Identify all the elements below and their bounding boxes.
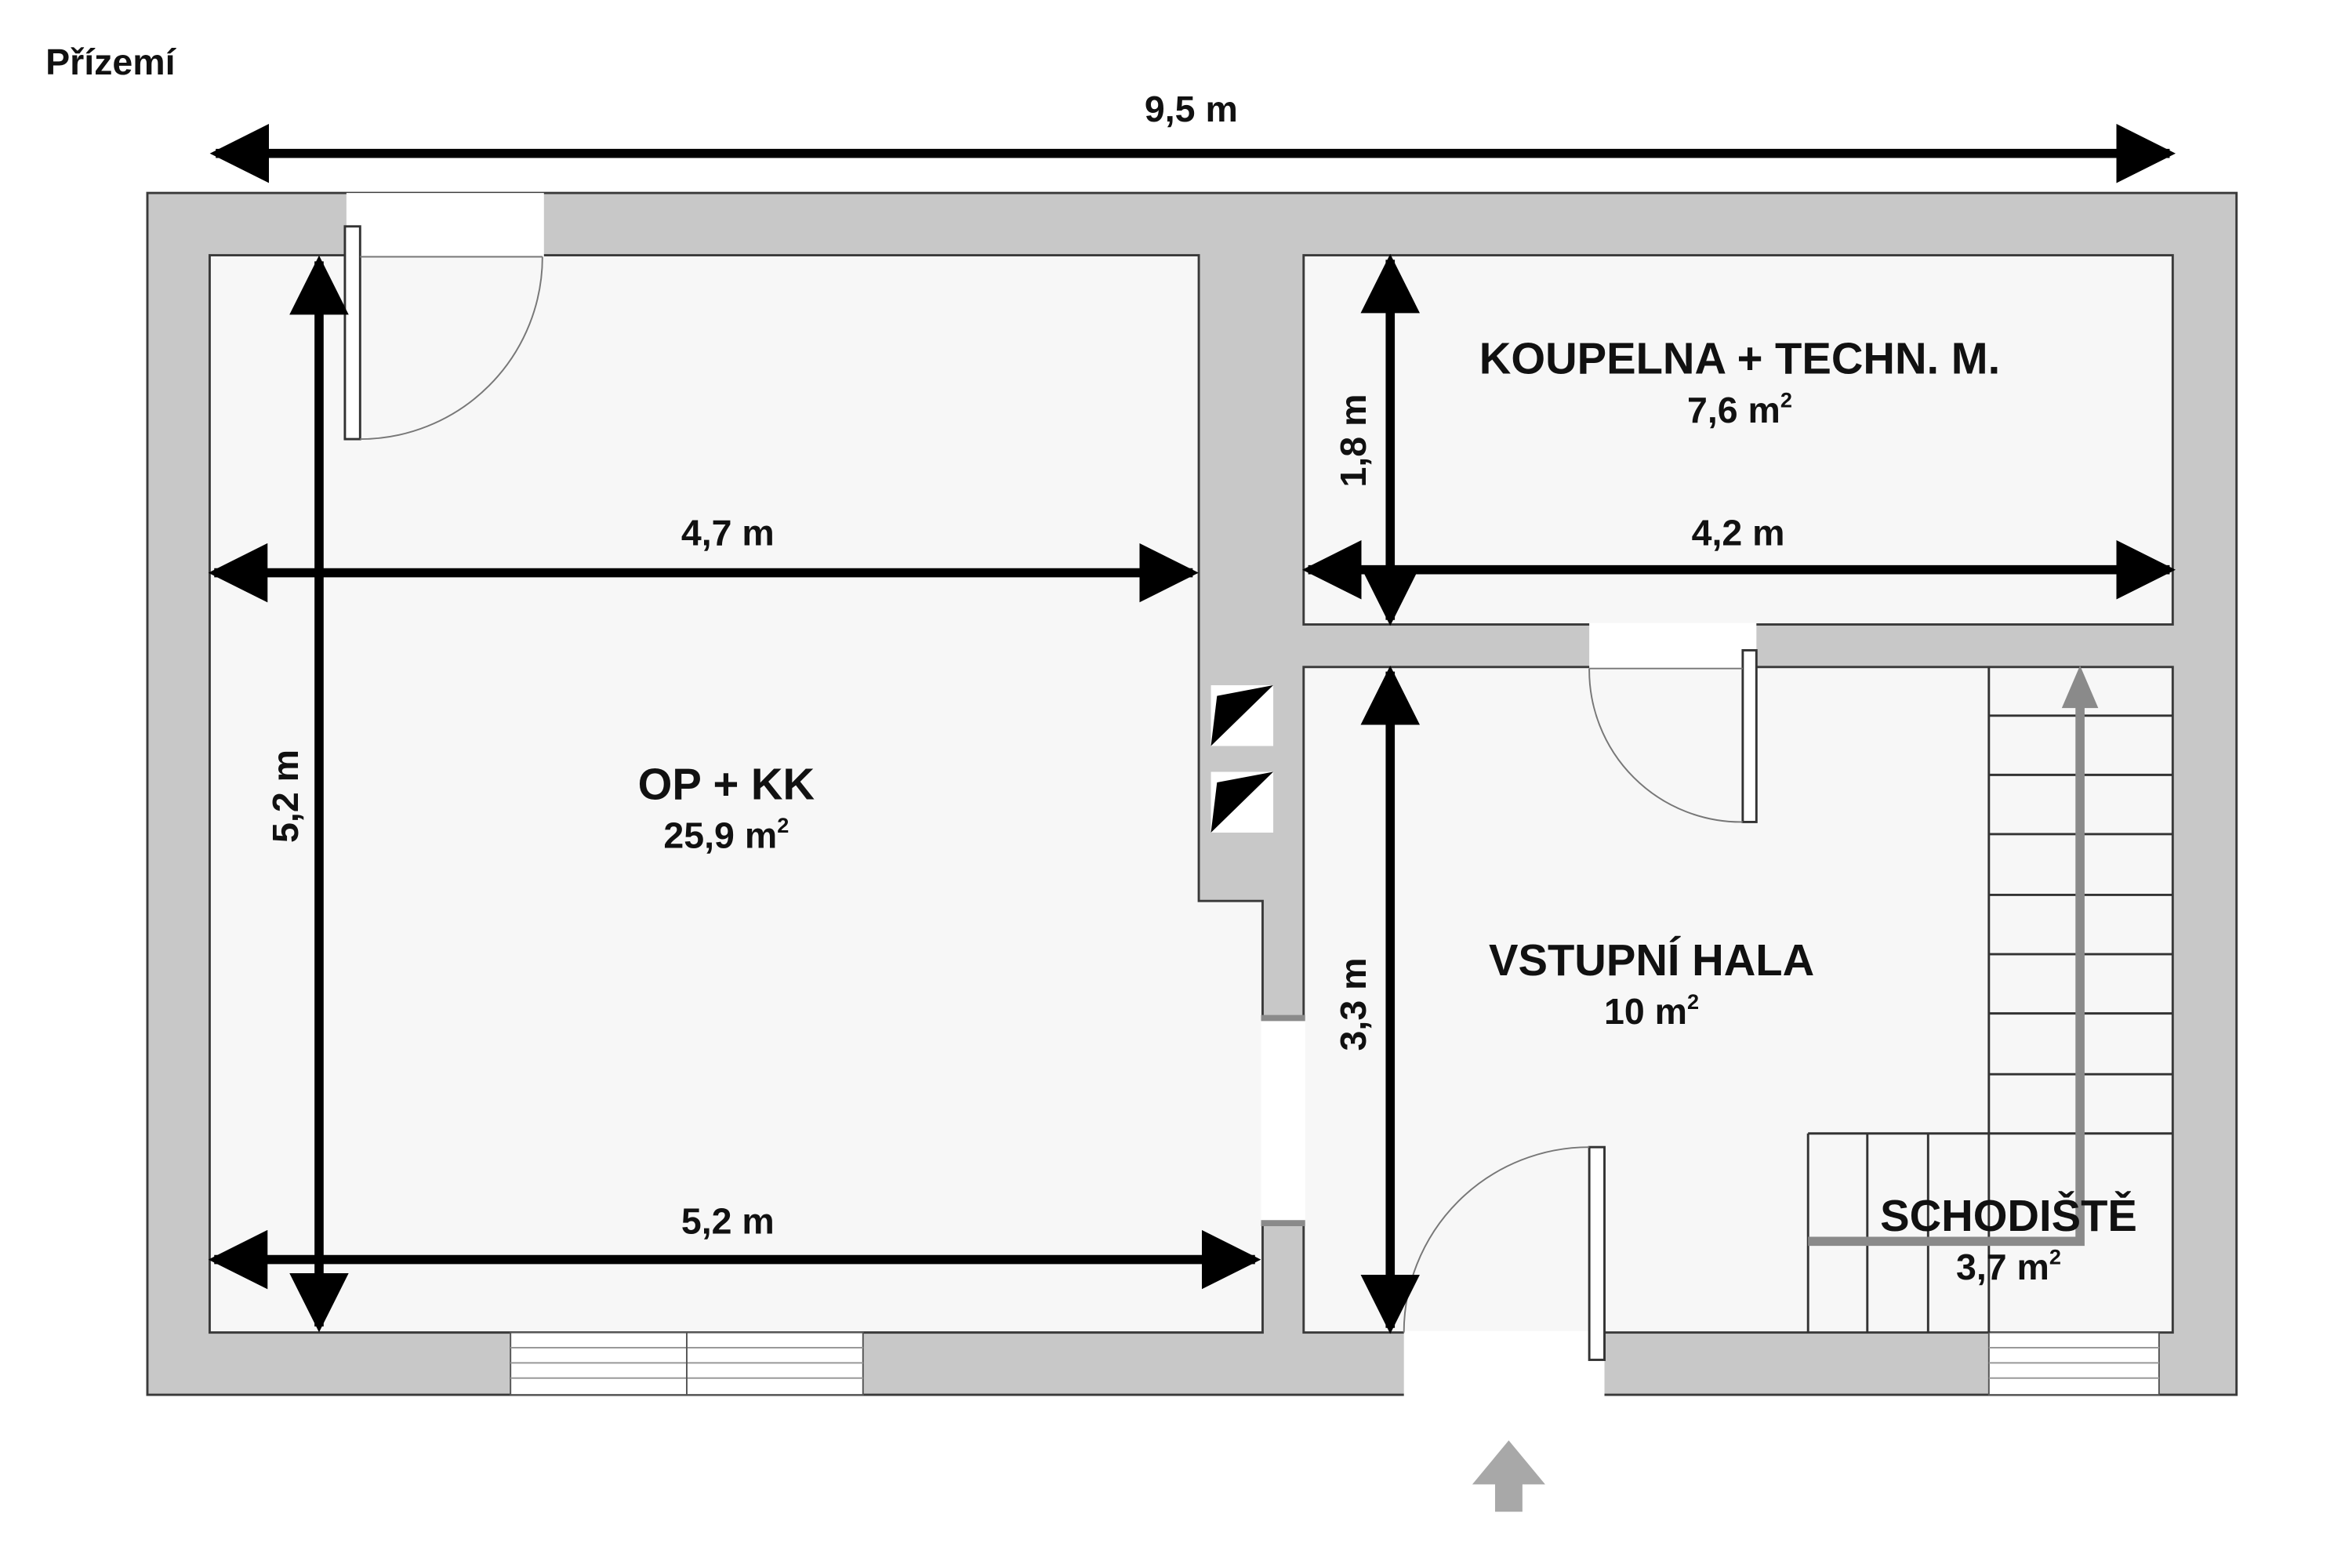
door-opening-top [346,193,544,257]
dimension-lines [208,123,2176,1334]
dim-label-living-bottom: 5,2 m [681,1201,775,1242]
room-name-stairs: SCHODIŠTĚ [1880,1191,2137,1240]
room-area-living: 25,9 m2 [663,813,789,855]
room-name-bathroom: KOUPELNA + TECHN. M. [1479,334,2000,383]
dim-label-bathroom-width: 4,2 m [1692,513,1785,554]
room-living-floor [208,254,1264,1334]
dim-label-hall-height: 3,3 m [1333,958,1374,1051]
room-area-stairs: 3,7 m2 [1956,1244,2061,1287]
room-name-living: OP + KK [638,759,815,808]
door-bathroom [1588,649,1758,823]
opening-living-hall [1261,1018,1305,1224]
dim-label-overall-width: 9,5 m [1145,89,1238,129]
entrance-arrow-icon [1472,1440,1545,1512]
door-opening-entrance [1403,1330,1605,1397]
dim-label-bathroom-height: 1,8 m [1333,394,1374,488]
window-living [510,1331,864,1396]
dim-label-living-top: 4,7 m [681,513,775,554]
stairs-direction-arrow-icon [1808,665,2099,1247]
room-area-bathroom: 7,6 m2 [1687,387,1792,430]
window-stairs [1987,1331,2160,1396]
room-area-hall: 10 m2 [1604,989,1699,1032]
room-hall-floor [1302,666,2174,1334]
door-entrance [1403,1145,1606,1361]
door-opening-bathroom [1589,622,1757,669]
chimney-flue [1210,685,1274,833]
plan-title: Přízemí [45,42,176,82]
dim-label-living-height: 5,2 m [265,750,306,843]
room-name-hall: VSTUPNÍ HALA [1489,935,1814,985]
